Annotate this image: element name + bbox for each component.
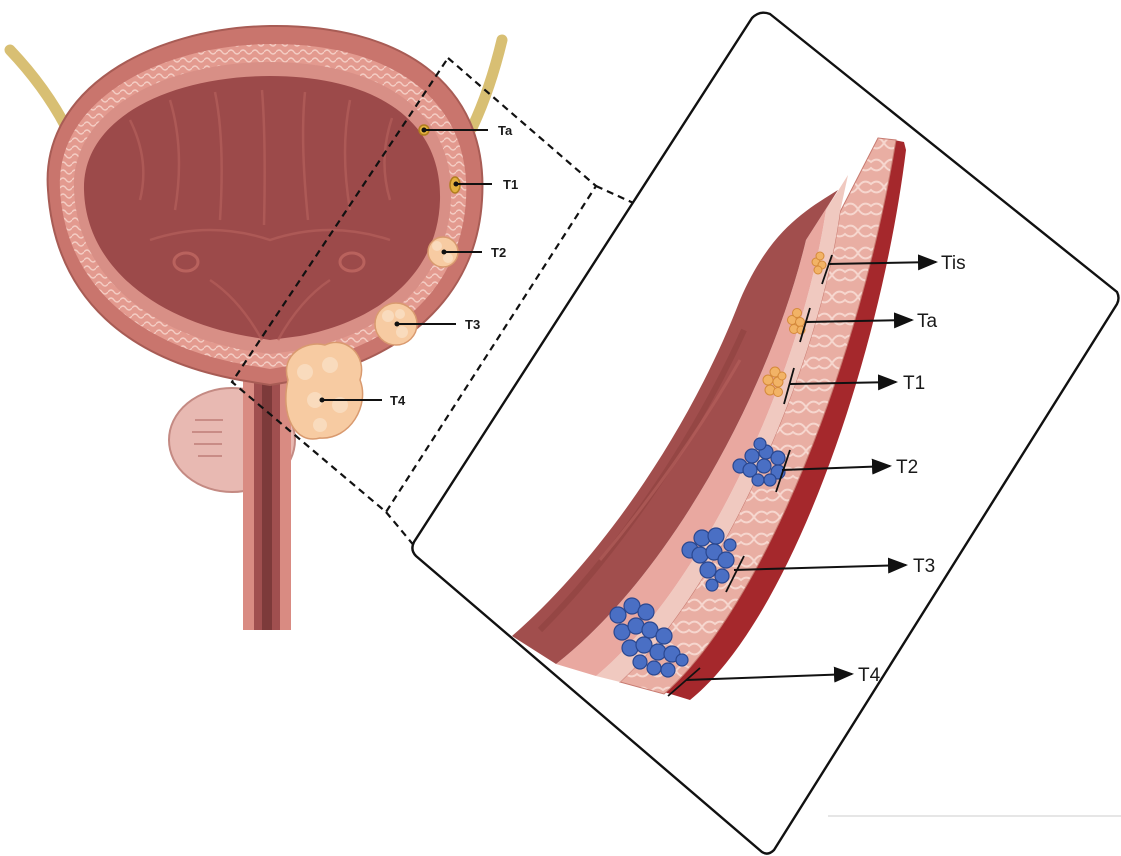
left-ureter (10, 50, 70, 135)
inset-label-ta: Ta (917, 311, 938, 332)
tumor-t4 (286, 342, 363, 439)
overview-label-t4: T4 (390, 393, 406, 408)
overview-label-t3: T3 (465, 317, 480, 332)
zoom-connector-bottom (386, 512, 416, 548)
inset-label-t4: T4 (858, 665, 881, 686)
inset-label-t1: T1 (903, 373, 925, 394)
inset-label-t2: T2 (896, 457, 918, 478)
inset-label-t3: T3 (913, 556, 935, 577)
inset-panel: Tis Ta T1 T2 T3 T4 (412, 13, 1118, 854)
overview-label-ta: Ta (498, 123, 513, 138)
overview-label-t1: T1 (503, 177, 518, 192)
inset-label-tis: Tis (941, 253, 966, 274)
overview-label-t2: T2 (491, 245, 506, 260)
